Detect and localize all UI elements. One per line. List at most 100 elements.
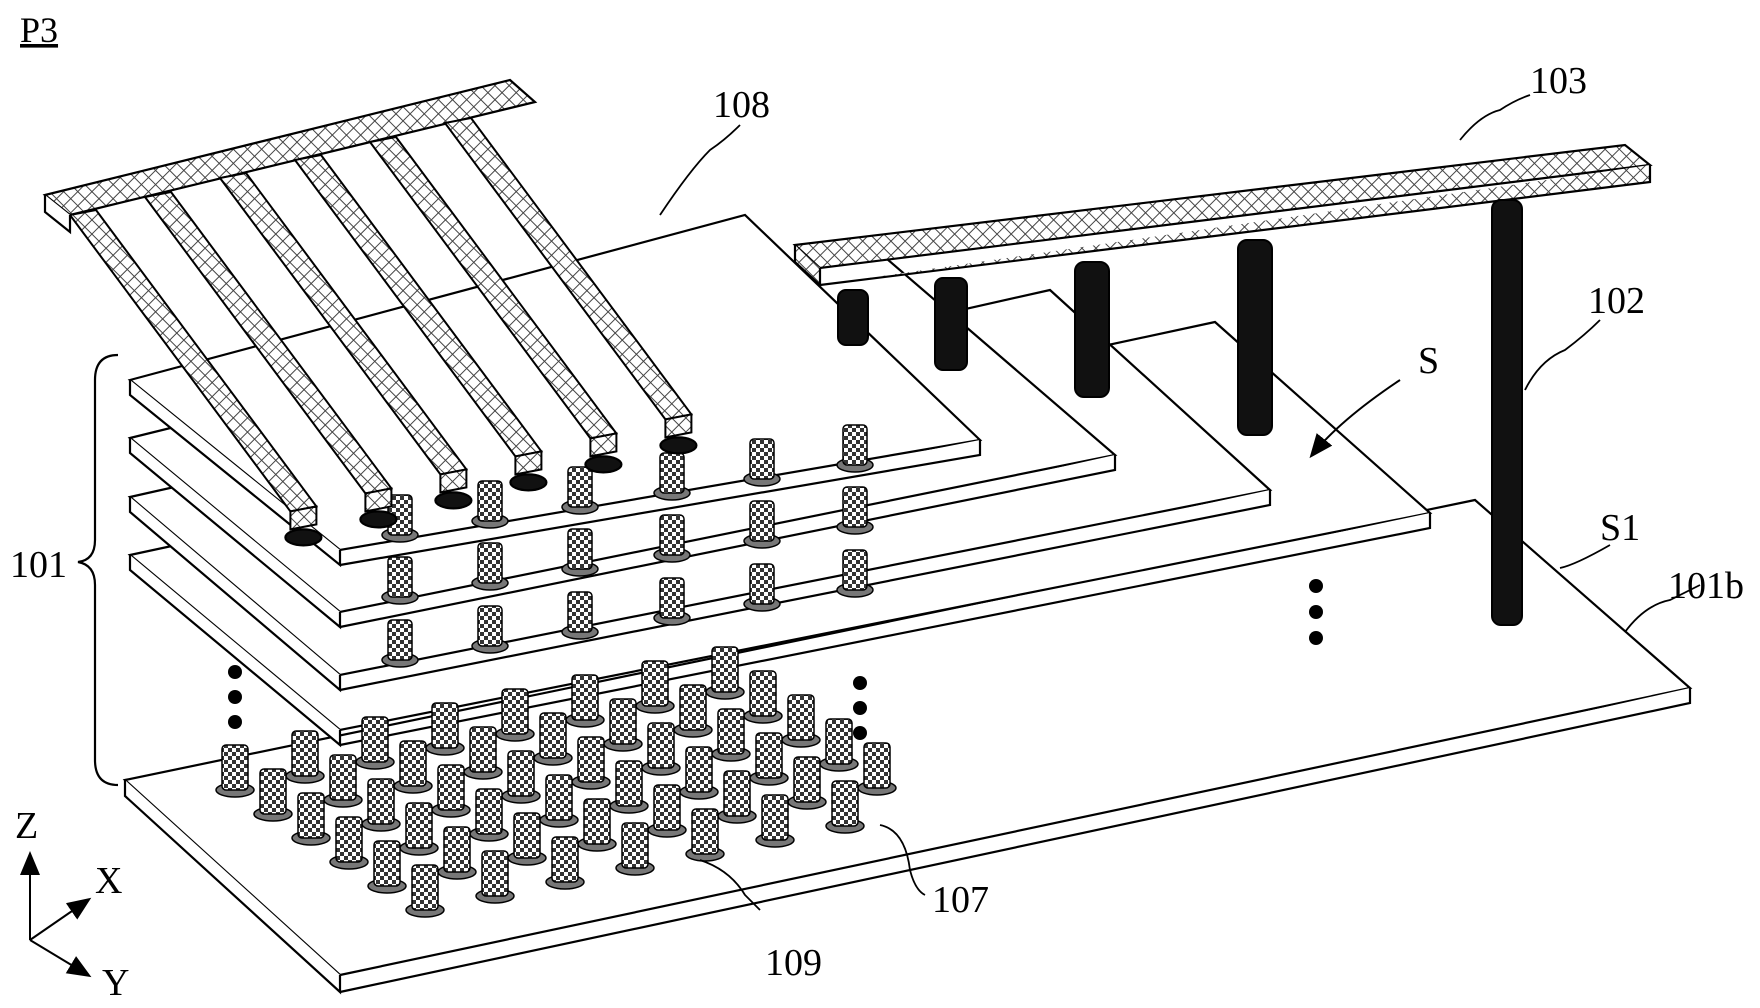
bit-line-contact — [434, 491, 473, 510]
channel-pillar — [355, 716, 395, 770]
channel-pillar — [641, 722, 681, 776]
label-101: 101 — [10, 544, 67, 586]
channel-pillar — [743, 670, 783, 724]
channel-pillar — [857, 742, 897, 796]
channel-pillar — [615, 822, 655, 876]
word-line-bar — [792, 143, 1653, 288]
channel-pillar — [323, 754, 363, 808]
bit-line-contact — [659, 436, 698, 455]
channel-pillars-array — [215, 646, 897, 918]
channel-pillar — [685, 808, 725, 862]
channel-pillar — [329, 816, 369, 870]
channel-pillar — [561, 466, 599, 515]
channel-pillar — [561, 528, 599, 577]
channel-pillar — [571, 736, 611, 790]
label-109: 109 — [765, 942, 822, 984]
channel-pillar — [405, 864, 445, 918]
channel-pillar — [603, 698, 643, 752]
channel-pillar — [653, 452, 691, 501]
channel-pillar — [463, 726, 503, 780]
channel-pillar — [561, 591, 599, 640]
channel-pillar — [471, 480, 509, 529]
axis-z-label: Z — [15, 805, 38, 847]
channel-pillar — [495, 688, 535, 742]
channel-pillar — [836, 486, 874, 535]
channel-pillar — [647, 784, 687, 838]
channel-pillar — [787, 756, 827, 810]
channel-pillar — [431, 764, 471, 818]
channel-pillar — [717, 770, 757, 824]
channel-pillar — [825, 780, 865, 834]
channel-pillar — [609, 760, 649, 814]
channel-pillar — [367, 840, 407, 894]
bit-line-contact — [584, 455, 623, 474]
channel-pillar — [755, 794, 795, 848]
channel-pillar — [475, 850, 515, 904]
axis-indicator — [20, 851, 92, 978]
channel-pillar — [565, 674, 605, 728]
channel-pillar — [285, 730, 325, 784]
bit-line-finger-end — [439, 468, 468, 494]
channel-pillar — [361, 778, 401, 832]
channel-pillar — [836, 549, 874, 598]
bit-line-comb — [42, 78, 698, 547]
label-s: S — [1418, 340, 1439, 382]
channel-pillar — [471, 605, 509, 654]
label-102: 102 — [1588, 280, 1645, 322]
channel-pillar — [705, 646, 745, 700]
leader-lines — [659, 94, 1701, 911]
channel-pillar — [471, 542, 509, 591]
channel-pillar — [507, 812, 547, 866]
channel-pillar — [393, 740, 433, 794]
channel-pillar — [819, 718, 859, 772]
channel-pillar — [635, 660, 675, 714]
channel-pillar — [781, 694, 821, 748]
channel-pillar — [743, 438, 781, 487]
figure-label: P3 — [20, 10, 58, 50]
label-103: 103 — [1530, 60, 1587, 102]
channel-pillar — [469, 788, 509, 842]
channel-pillar — [539, 774, 579, 828]
channel-pillar — [381, 494, 419, 543]
label-108: 108 — [713, 84, 770, 126]
axis-x-label: X — [95, 860, 122, 902]
channel-pillar — [381, 619, 419, 668]
label-101b: 101b — [1668, 565, 1744, 607]
channel-pillar — [381, 556, 419, 605]
bit-line-contact — [359, 510, 398, 529]
channel-pillar — [215, 744, 255, 798]
axis-y-label: Y — [102, 962, 129, 1004]
s-arrow — [1309, 379, 1401, 459]
bit-line-finger-end — [514, 450, 543, 476]
channel-pillar — [749, 732, 789, 786]
channel-pillar — [545, 836, 585, 890]
channel-pillar — [653, 577, 691, 626]
channel-pillar — [711, 708, 751, 762]
channel-pillar — [291, 792, 331, 846]
channel-pillar — [743, 563, 781, 612]
bit-line-contact — [509, 473, 548, 492]
ellipsis-dots — [228, 579, 1323, 740]
label-107: 107 — [932, 879, 989, 921]
channel-pillar — [533, 712, 573, 766]
stack-brace — [77, 353, 119, 787]
channel-pillar — [836, 424, 874, 473]
channel-pillar — [653, 514, 691, 563]
bit-line-finger-end — [664, 413, 693, 439]
channel-pillar — [399, 802, 439, 856]
bit-line-finger-end — [589, 432, 618, 458]
channel-pillar — [743, 500, 781, 549]
channel-pillar — [253, 768, 293, 822]
bit-line-finger-end — [289, 505, 318, 531]
stack-pillars — [381, 424, 874, 668]
bit-line-finger-end — [364, 487, 393, 513]
channel-pillar — [437, 826, 477, 880]
channel-pillar — [577, 798, 617, 852]
channel-pillar — [673, 684, 713, 738]
channel-pillar — [425, 702, 465, 756]
label-s1: S1 — [1600, 507, 1640, 549]
contact-pillars — [837, 199, 1523, 626]
channel-pillar — [501, 750, 541, 804]
bit-line-contact — [284, 528, 323, 547]
